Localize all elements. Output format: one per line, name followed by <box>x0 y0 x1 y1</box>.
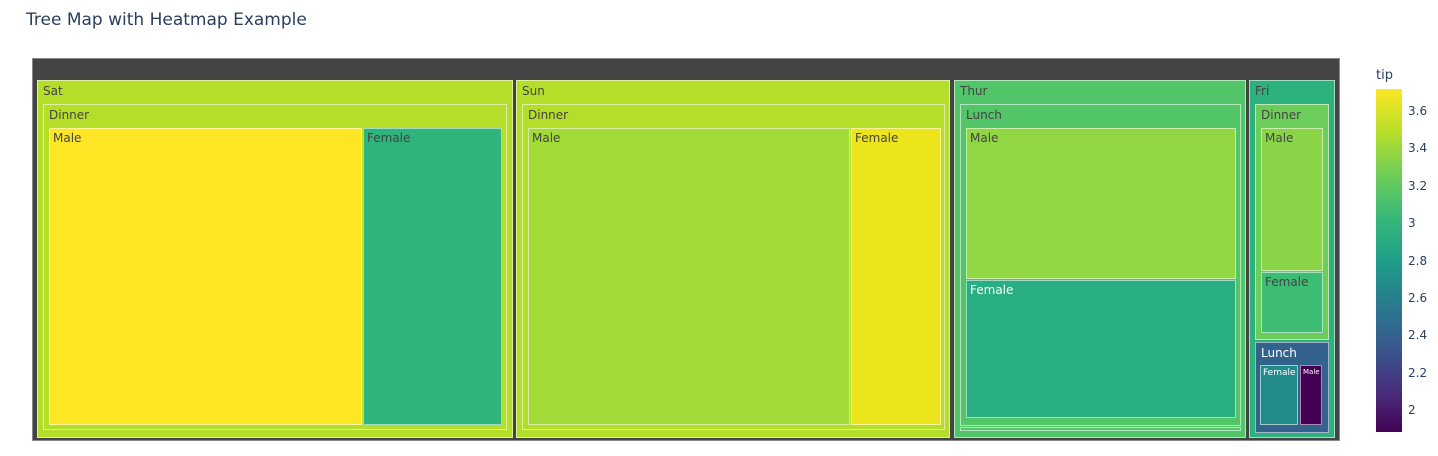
colorbar-tick: 2.4 <box>1408 328 1428 342</box>
node-label: Male <box>970 131 999 145</box>
node-label: Female <box>970 283 1014 297</box>
node-sat-dinner-female[interactable]: Female <box>363 128 502 425</box>
node-sat[interactable]: Sat Dinner Male Female <box>37 80 513 438</box>
node-label: Dinner <box>1261 108 1302 122</box>
node-sat-dinner-male[interactable]: Male <box>49 128 362 425</box>
colorbar-tick: 3 <box>1408 216 1416 230</box>
node-sun-dinner-male[interactable]: Male <box>528 128 850 425</box>
node-label: Male <box>1265 131 1294 145</box>
node-label: Fri <box>1255 84 1270 98</box>
node-sat-dinner[interactable]: Dinner Male Female <box>43 104 507 430</box>
node-fri[interactable]: Fri Dinner Male Female Lunch Female Male <box>1249 80 1335 438</box>
colorbar <box>1376 89 1402 432</box>
colorbar-tick: 2.2 <box>1408 366 1428 380</box>
node-thur-dinner[interactable] <box>960 427 1241 431</box>
node-thur[interactable]: Thur Lunch Male Female <box>954 80 1246 438</box>
node-fri-dinner-female[interactable]: Female <box>1261 272 1323 333</box>
colorbar-tick: 3.6 <box>1408 104 1428 118</box>
node-thur-lunch[interactable]: Lunch Male Female <box>960 104 1241 426</box>
node-thur-lunch-female[interactable]: Female <box>966 280 1236 418</box>
treemap-root[interactable]: Sat Dinner Male Female Sun Dinner Male F… <box>32 58 1340 441</box>
node-label: Thur <box>960 84 988 98</box>
node-label: Male <box>532 131 561 145</box>
node-label: Male <box>53 131 82 145</box>
node-label: Lunch <box>1261 346 1297 360</box>
node-fri-lunch-female[interactable]: Female <box>1260 365 1298 425</box>
colorbar-tick: 2.6 <box>1408 291 1428 305</box>
colorbar-tick: 2.8 <box>1408 254 1428 268</box>
node-fri-dinner-male[interactable]: Male <box>1261 128 1323 271</box>
node-label: Lunch <box>966 108 1002 122</box>
colorbar-tick: 3.4 <box>1408 141 1428 155</box>
node-label: Male <box>1303 368 1320 376</box>
node-label: Female <box>855 131 899 145</box>
node-thur-lunch-male[interactable]: Male <box>966 128 1236 279</box>
node-sun-dinner-female[interactable]: Female <box>851 128 941 425</box>
node-label: Dinner <box>49 108 90 122</box>
node-sun-dinner[interactable]: Dinner Male Female <box>522 104 945 430</box>
node-fri-lunch[interactable]: Lunch Female Male <box>1255 342 1329 433</box>
colorbar-title: tip <box>1376 68 1393 83</box>
node-label: Female <box>1263 368 1296 378</box>
node-fri-lunch-male[interactable]: Male <box>1300 365 1322 425</box>
node-label: Sun <box>522 84 545 98</box>
colorbar-tick: 2 <box>1408 403 1416 417</box>
chart-title: Tree Map with Heatmap Example <box>26 10 307 30</box>
colorbar-tick: 3.2 <box>1408 179 1428 193</box>
node-sun[interactable]: Sun Dinner Male Female <box>516 80 950 438</box>
node-label: Female <box>367 131 411 145</box>
node-label: Female <box>1265 275 1309 289</box>
node-label: Dinner <box>528 108 569 122</box>
node-fri-dinner[interactable]: Dinner Male Female <box>1255 104 1329 340</box>
node-label: Sat <box>43 84 63 98</box>
